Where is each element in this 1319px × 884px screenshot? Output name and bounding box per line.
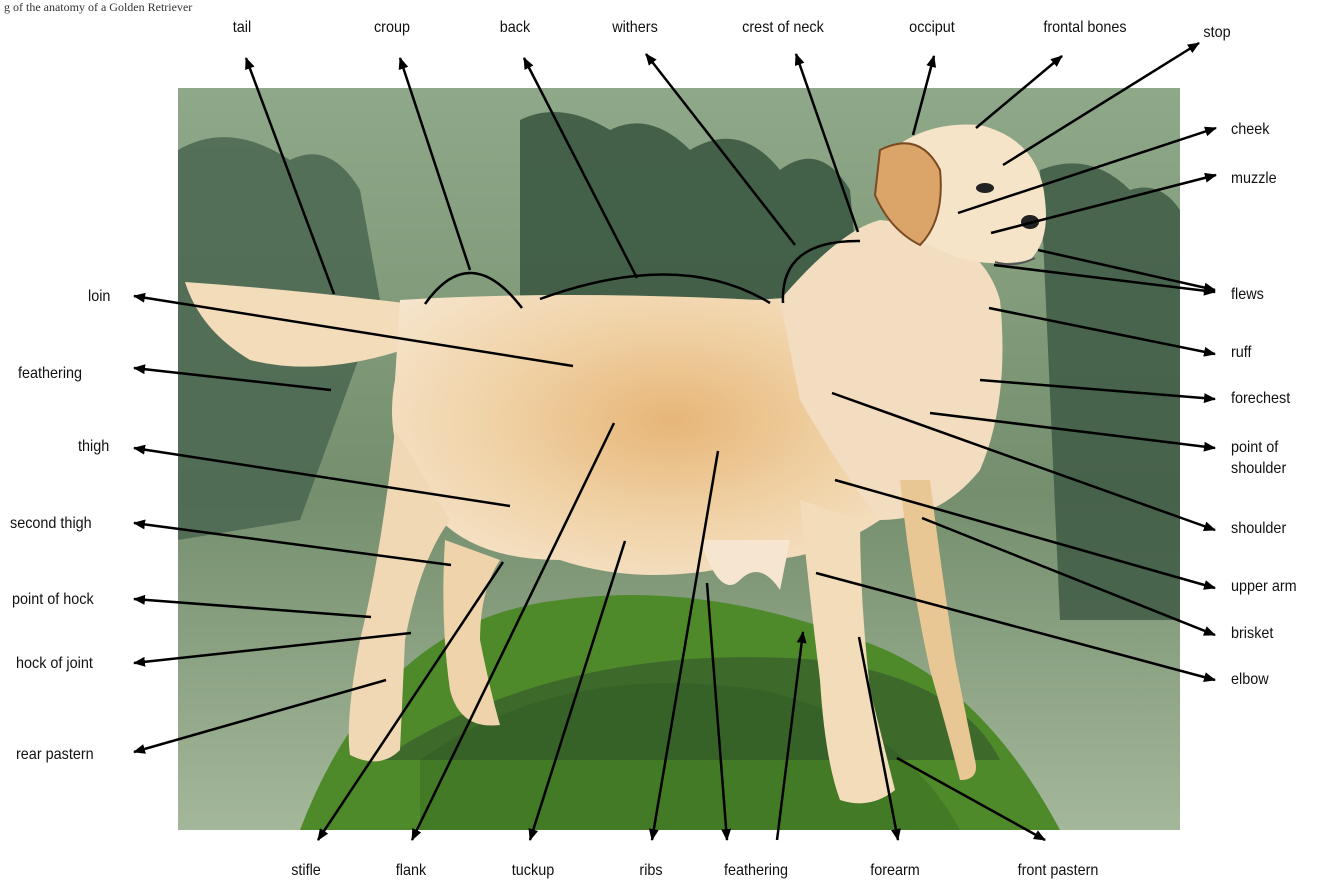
label-tail: tail	[233, 17, 251, 38]
label-second-thigh: second thigh	[10, 513, 92, 534]
label-rear-pastern: rear pastern	[16, 744, 94, 765]
label-flank: flank	[396, 860, 426, 881]
label-brisket: brisket	[1231, 623, 1273, 644]
label-croup: croup	[374, 17, 410, 38]
label-elbow: elbow	[1231, 669, 1269, 690]
label-front-pastern: front pastern	[1018, 860, 1099, 881]
label-flews: flews	[1231, 284, 1264, 305]
label-back: back	[500, 17, 530, 38]
label-forechest: forechest	[1231, 388, 1290, 409]
label-point-of-hock: point of hock	[12, 589, 94, 610]
label-feathering-chest: feathering	[724, 860, 788, 881]
label-stop: stop	[1203, 22, 1230, 43]
label-stifle: stifle	[291, 860, 321, 881]
label-hock-of-joint: hock of joint	[16, 653, 93, 674]
label-loin: loin	[88, 286, 110, 307]
label-forearm: forearm	[870, 860, 920, 881]
label-occiput: occiput	[909, 17, 955, 38]
label-thigh: thigh	[78, 436, 109, 457]
label-shoulder: shoulder	[1231, 518, 1286, 539]
label-crest-of-neck: crest of neck	[742, 17, 824, 38]
label-feathering-tail: feathering	[18, 363, 82, 384]
label-ruff: ruff	[1231, 342, 1252, 363]
label-upper-arm: upper arm	[1231, 576, 1297, 597]
label-muzzle: muzzle	[1231, 168, 1277, 189]
label-tuckup: tuckup	[512, 860, 554, 881]
label-cheek: cheek	[1231, 119, 1269, 140]
label-point-of-shoulder: point of shoulder	[1231, 437, 1312, 479]
label-ribs: ribs	[639, 860, 662, 881]
label-frontal-bones: frontal bones	[1043, 17, 1126, 38]
label-withers: withers	[612, 17, 658, 38]
